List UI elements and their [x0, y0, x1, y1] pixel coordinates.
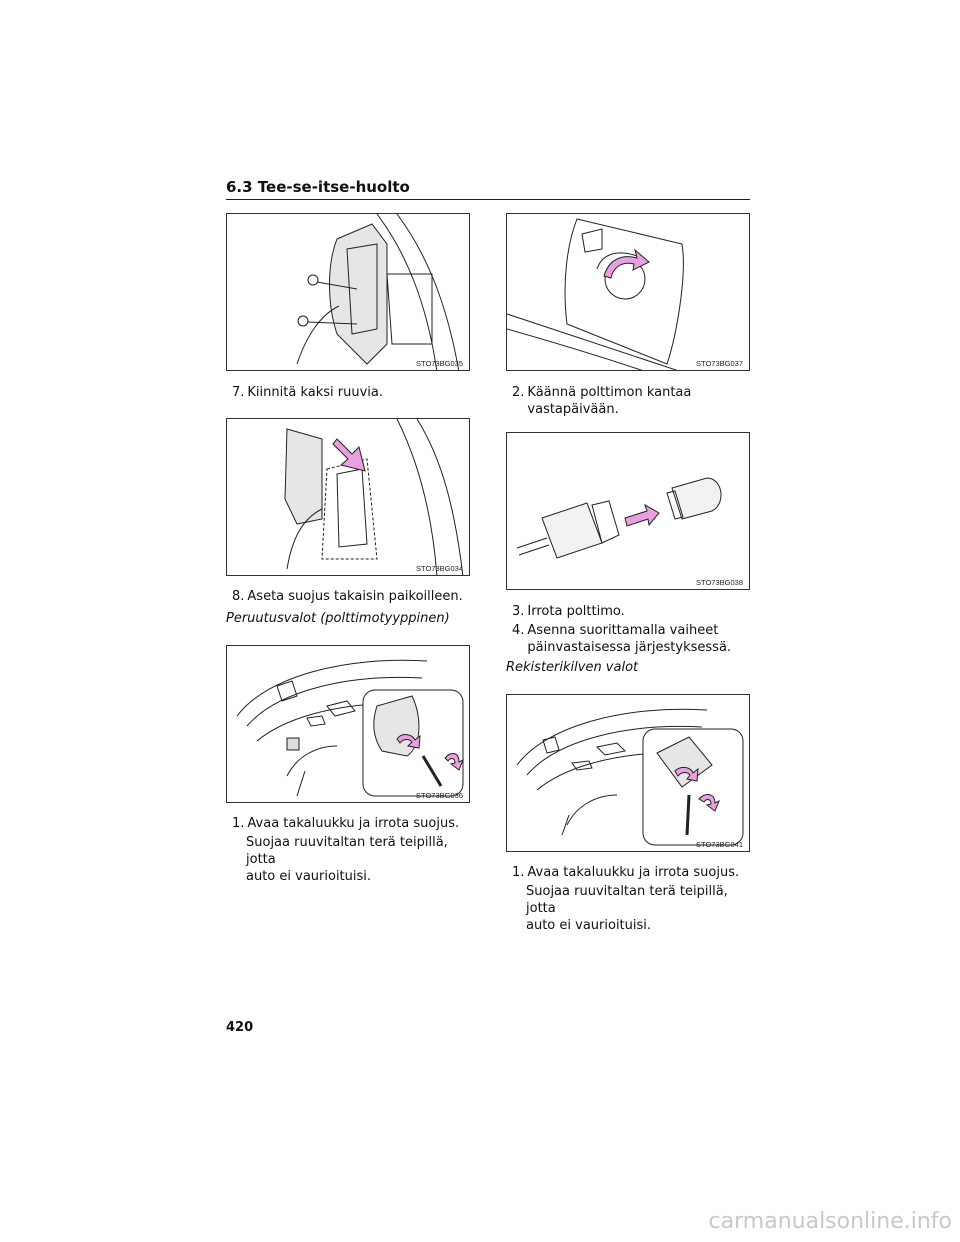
- step-text-line1: Käännä polttimon kantaa: [527, 385, 692, 400]
- step-number: 2.: [512, 385, 525, 400]
- note-line1: Suojaa ruuvitaltan terä teipillä, jotta: [246, 835, 448, 867]
- step-text: Avaa takaluukku ja irrota suojus.: [247, 816, 460, 831]
- note-line2: auto ei vaurioituisi.: [526, 918, 652, 933]
- bulb-socket-rotate-illustration: [507, 218, 684, 370]
- step-text: Irrota polttimo.: [527, 604, 625, 619]
- watermark: carmanualsonline.info: [708, 1209, 952, 1234]
- step-2: 2. Käännä polttimon kantaa vastapäivään.: [512, 384, 752, 418]
- step-8: 8. Aseta suojus takaisin paikoilleen.: [232, 588, 472, 605]
- bulb-removal-illustration: [516, 477, 722, 559]
- step-text-line2: vastapäivään.: [527, 402, 619, 417]
- figure-code: STO73BG036: [416, 791, 463, 800]
- note-line2: auto ei vaurioituisi.: [246, 869, 372, 884]
- step-text: Avaa takaluukku ja irrota suojus.: [527, 865, 740, 880]
- step-1-note-left: Suojaa ruuvitaltan terä teipillä, jotta …: [246, 834, 476, 885]
- tail-light-screws-illustration: [296, 214, 460, 370]
- subheading-reverse-lights: Peruutusvalot (polttimotyyppinen): [226, 611, 450, 626]
- figure-trunk-cover-removal: STO73BG036: [226, 645, 470, 803]
- step-7: 7. Kiinnitä kaksi ruuvia.: [232, 384, 472, 401]
- step-1-right: 1. Avaa takaluukku ja irrota suojus.: [512, 864, 752, 881]
- section-divider: [226, 199, 750, 200]
- figure-code: STO73BG034: [416, 564, 463, 573]
- step-number: 7.: [232, 385, 245, 400]
- section-title: 6.3 Tee-se-itse-huolto: [226, 178, 410, 196]
- step-text: Kiinnitä kaksi ruuvia.: [247, 385, 383, 400]
- note-line1: Suojaa ruuvitaltan terä teipillä, jotta: [526, 884, 728, 916]
- figure-tail-light-screws: STO73BG035: [226, 213, 470, 371]
- step-text: Aseta suojus takaisin paikoilleen.: [247, 589, 463, 604]
- figure-code: STO73BG037: [696, 359, 743, 368]
- step-text-line1: Asenna suorittamalla vaiheet: [527, 623, 719, 638]
- cover-install-illustration: [284, 419, 464, 575]
- step-number: 3.: [512, 604, 525, 619]
- step-3: 3. Irrota polttimo.: [512, 603, 752, 620]
- step-number: 8.: [232, 589, 245, 604]
- figure-bulb-removal: STO73BG038: [506, 432, 750, 590]
- step-number: 1.: [512, 865, 525, 880]
- figure-code: STO73BG041: [696, 840, 743, 849]
- step-1-note-right: Suojaa ruuvitaltan terä teipillä, jotta …: [526, 883, 756, 934]
- subheading-license-lights: Rekisterikilven valot: [506, 660, 639, 675]
- step-1-left: 1. Avaa takaluukku ja irrota suojus.: [232, 815, 472, 832]
- step-number: 4.: [512, 623, 525, 638]
- figure-cover-install: STO73BG034: [226, 418, 470, 576]
- figure-license-cover-removal: STO73BG041: [506, 694, 750, 852]
- step-text-line2: päinvastaisessa järjestyksessä.: [527, 640, 732, 655]
- figure-bulb-socket-rotate: STO73BG037: [506, 213, 750, 371]
- trunk-cover-removal-illustration: [236, 659, 464, 797]
- license-cover-removal-illustration: [516, 708, 744, 846]
- figure-code: STO73BG035: [416, 359, 463, 368]
- figure-code: STO73BG038: [696, 578, 743, 587]
- step-number: 1.: [232, 816, 245, 831]
- page-number: 420: [226, 1020, 254, 1035]
- step-4: 4. Asenna suorittamalla vaiheet päinvast…: [512, 622, 752, 656]
